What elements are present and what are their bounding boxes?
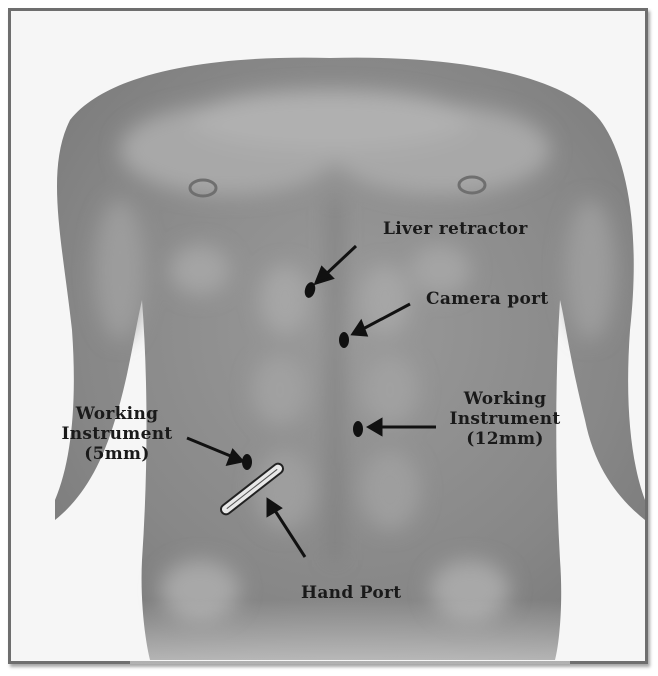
label-line: Instrument [440, 409, 570, 429]
camera-port [339, 332, 349, 348]
label-line: Working [440, 389, 570, 409]
label-hand-port: Hand Port [301, 583, 401, 603]
label-line: (5mm) [52, 444, 182, 464]
label-liver-retractor: Liver retractor [383, 219, 528, 239]
label-line: Working [52, 404, 182, 424]
label-line: (12mm) [440, 429, 570, 449]
label-camera-port: Camera port [426, 289, 549, 309]
label-working-instrument-5mm: Working Instrument (5mm) [52, 404, 182, 464]
working-instrument-12mm-port [353, 421, 363, 437]
label-working-instrument-12mm: Working Instrument (12mm) [440, 389, 570, 449]
label-line: Instrument [52, 424, 182, 444]
